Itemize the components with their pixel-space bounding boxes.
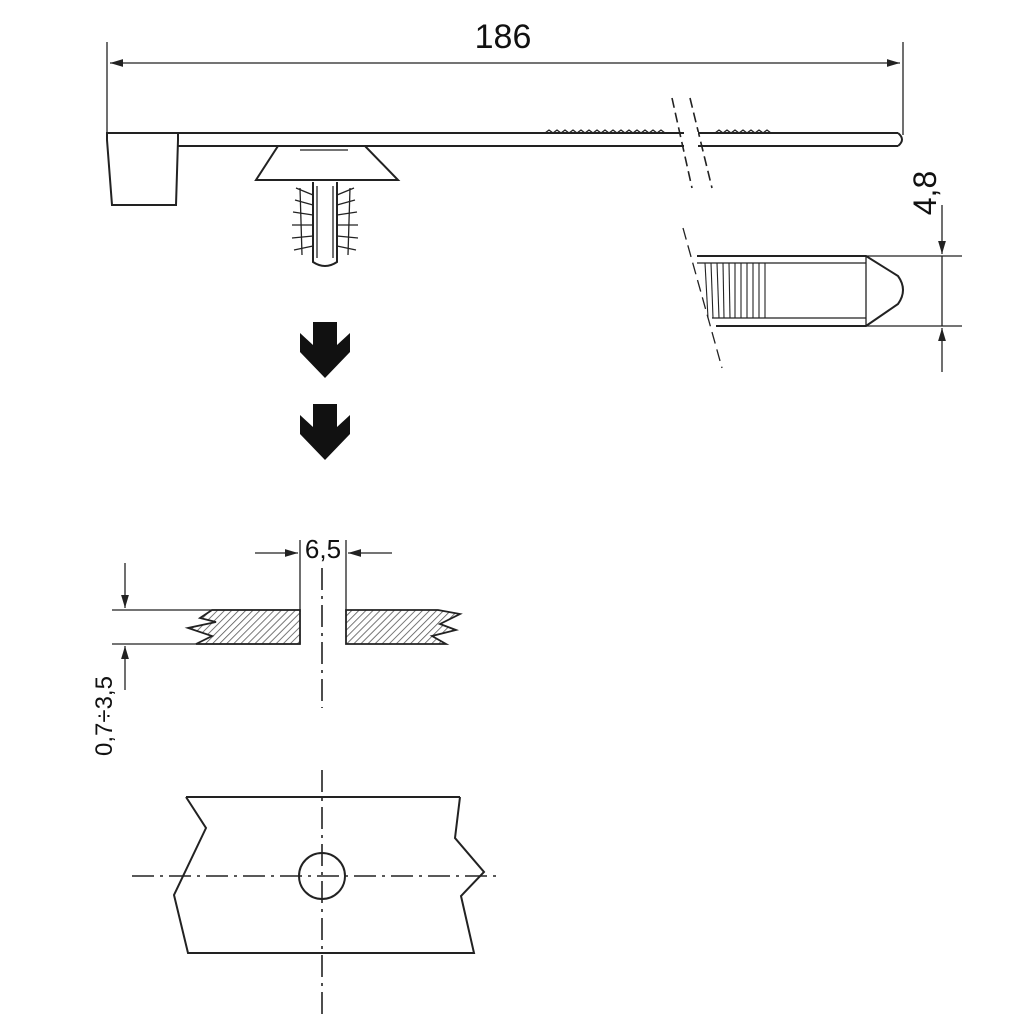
overall-length-dimension: 186 [106, 18, 904, 135]
arrow-down-icon [300, 404, 350, 460]
panel-section-left [184, 609, 301, 645]
panel-outline [172, 796, 486, 954]
pin-barb-spines [299, 187, 351, 256]
strap-serrations-right [714, 129, 772, 134]
fir-tree-pin [291, 182, 359, 267]
pin-stem [312, 182, 338, 267]
pin-barbs-left [291, 187, 314, 251]
tie-head [106, 132, 179, 206]
mounting-cap [254, 145, 401, 181]
pin-barbs-right [336, 187, 359, 251]
overall-length-label: 186 [475, 18, 532, 56]
tip-outline [697, 255, 904, 327]
hole-diameter-label: 6,5 [305, 534, 341, 564]
strap-serrations-left [544, 129, 666, 134]
break-gap [684, 132, 698, 148]
panel-thickness-label: 0,7÷3,5 [91, 676, 118, 756]
arrow-down-icon [300, 322, 350, 378]
panel-section-right [345, 609, 463, 645]
panel-plan-view [132, 770, 498, 1018]
strap-break-marks [671, 97, 713, 189]
tie-width-label: 4,8 [907, 171, 943, 215]
panel-section-view: 6,5 0,7÷3,5 [91, 534, 463, 756]
tip-teeth [704, 262, 766, 319]
cable-tie-side-view [106, 97, 903, 267]
tie-tip-detail: 4,8 [682, 171, 962, 372]
detail-break-line [682, 227, 723, 369]
strap-tip [897, 132, 903, 147]
